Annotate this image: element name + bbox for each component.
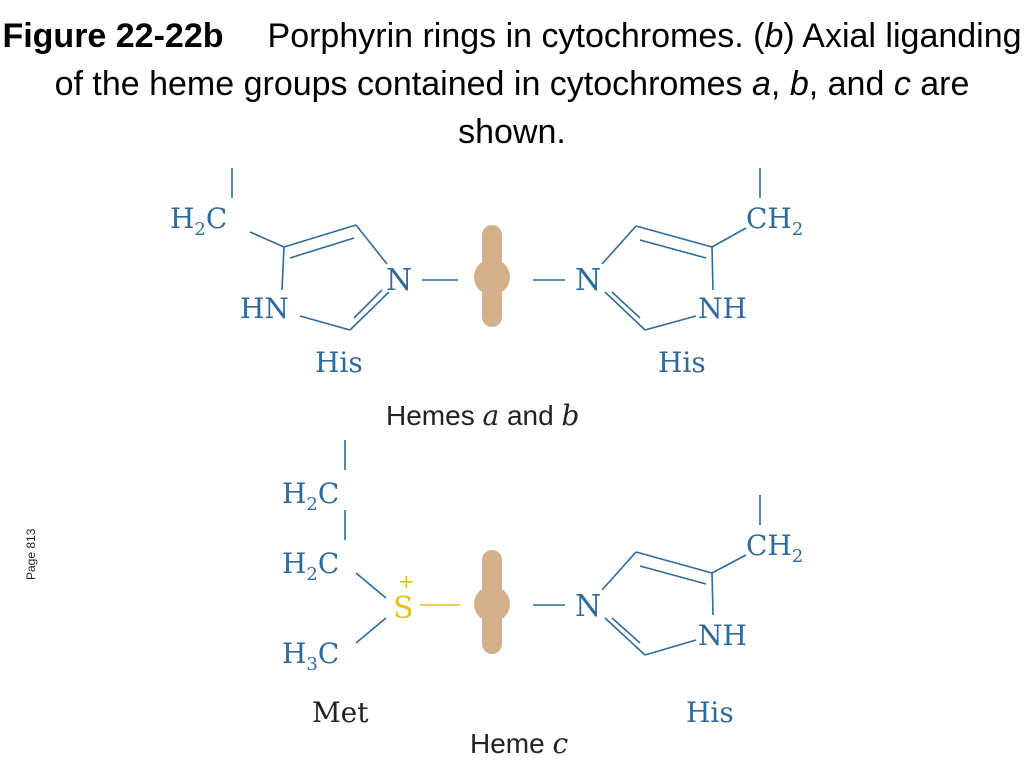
bond bbox=[711, 227, 747, 248]
bond bbox=[604, 617, 646, 656]
heme-iron-top bbox=[474, 225, 510, 327]
caption-text-3: are shown. bbox=[458, 65, 970, 151]
hemes-ab-label: Hemes a and b bbox=[386, 399, 579, 432]
heme-iron-bottom bbox=[474, 550, 510, 654]
heme-c-his-label: His bbox=[686, 696, 734, 729]
bond bbox=[644, 315, 697, 331]
met-label: Met bbox=[312, 696, 369, 729]
figure-caption: Figure 22-22b Porphyrin rings in cytochro… bbox=[0, 12, 1024, 156]
left-ch2-label: H2C bbox=[170, 202, 227, 240]
bond bbox=[289, 237, 355, 259]
sulfur-label: S bbox=[393, 591, 414, 626]
bond bbox=[601, 551, 637, 591]
bond bbox=[604, 291, 646, 331]
heme-c-his-imidazole: CH2 N NH His bbox=[533, 495, 803, 729]
right-his-imidazole: CH2 N NH His bbox=[533, 168, 803, 379]
bond bbox=[711, 572, 714, 616]
right-n-label: N bbox=[575, 263, 601, 298]
left-his-imidazole: H2C N HN His bbox=[170, 168, 458, 379]
caption-cyt-b: b bbox=[789, 65, 809, 103]
caption-cyt-a: a bbox=[751, 65, 771, 103]
right-nh-label: NH bbox=[698, 292, 747, 325]
bond bbox=[249, 231, 285, 248]
bond bbox=[711, 554, 747, 574]
bond bbox=[644, 639, 697, 656]
sulfur-charge: + bbox=[398, 569, 415, 593]
bond bbox=[711, 246, 714, 291]
bond bbox=[281, 246, 285, 291]
met-side-chain: H2C H2C S + H3C Met bbox=[282, 440, 460, 729]
caption-cyt-c: c bbox=[893, 65, 911, 103]
left-hn-label: HN bbox=[240, 292, 289, 325]
bond bbox=[355, 572, 387, 599]
bond bbox=[635, 225, 713, 248]
bond bbox=[639, 565, 707, 585]
bond bbox=[639, 239, 707, 259]
bond bbox=[299, 315, 351, 331]
caption-and: , and bbox=[808, 65, 894, 103]
heme-c-nh-label: NH bbox=[698, 619, 747, 652]
iron-atom bbox=[474, 586, 510, 622]
heme-c-ch2-label: CH2 bbox=[746, 529, 803, 567]
left-his-label: His bbox=[315, 346, 363, 379]
right-ch2-label: CH2 bbox=[746, 202, 803, 240]
h3c-label: H3C bbox=[282, 637, 339, 675]
heme-c-n-label: N bbox=[575, 589, 601, 624]
bond bbox=[635, 551, 713, 574]
bond bbox=[349, 291, 390, 331]
right-his-label: His bbox=[658, 346, 706, 379]
bond bbox=[355, 617, 387, 644]
bond bbox=[611, 617, 641, 644]
bond bbox=[611, 291, 641, 319]
caption-text-1: Porphyrin rings in cytochromes. ( bbox=[267, 17, 765, 55]
h2c-1-label: H2C bbox=[282, 477, 339, 515]
heme-c-label: Heme c bbox=[470, 727, 568, 760]
iron-atom bbox=[474, 259, 510, 295]
bond bbox=[353, 289, 383, 319]
caption-b: b bbox=[764, 17, 784, 55]
figure-label: Figure 22-22b bbox=[2, 17, 224, 55]
bond bbox=[601, 225, 637, 265]
left-n-label: N bbox=[386, 263, 412, 298]
bond bbox=[355, 224, 388, 265]
caption-comma: , bbox=[770, 65, 790, 103]
bond bbox=[283, 224, 357, 248]
caption-text-2: ) Axial liganding of the heme groups con… bbox=[54, 17, 1022, 103]
h2c-2-label: H2C bbox=[282, 547, 339, 585]
